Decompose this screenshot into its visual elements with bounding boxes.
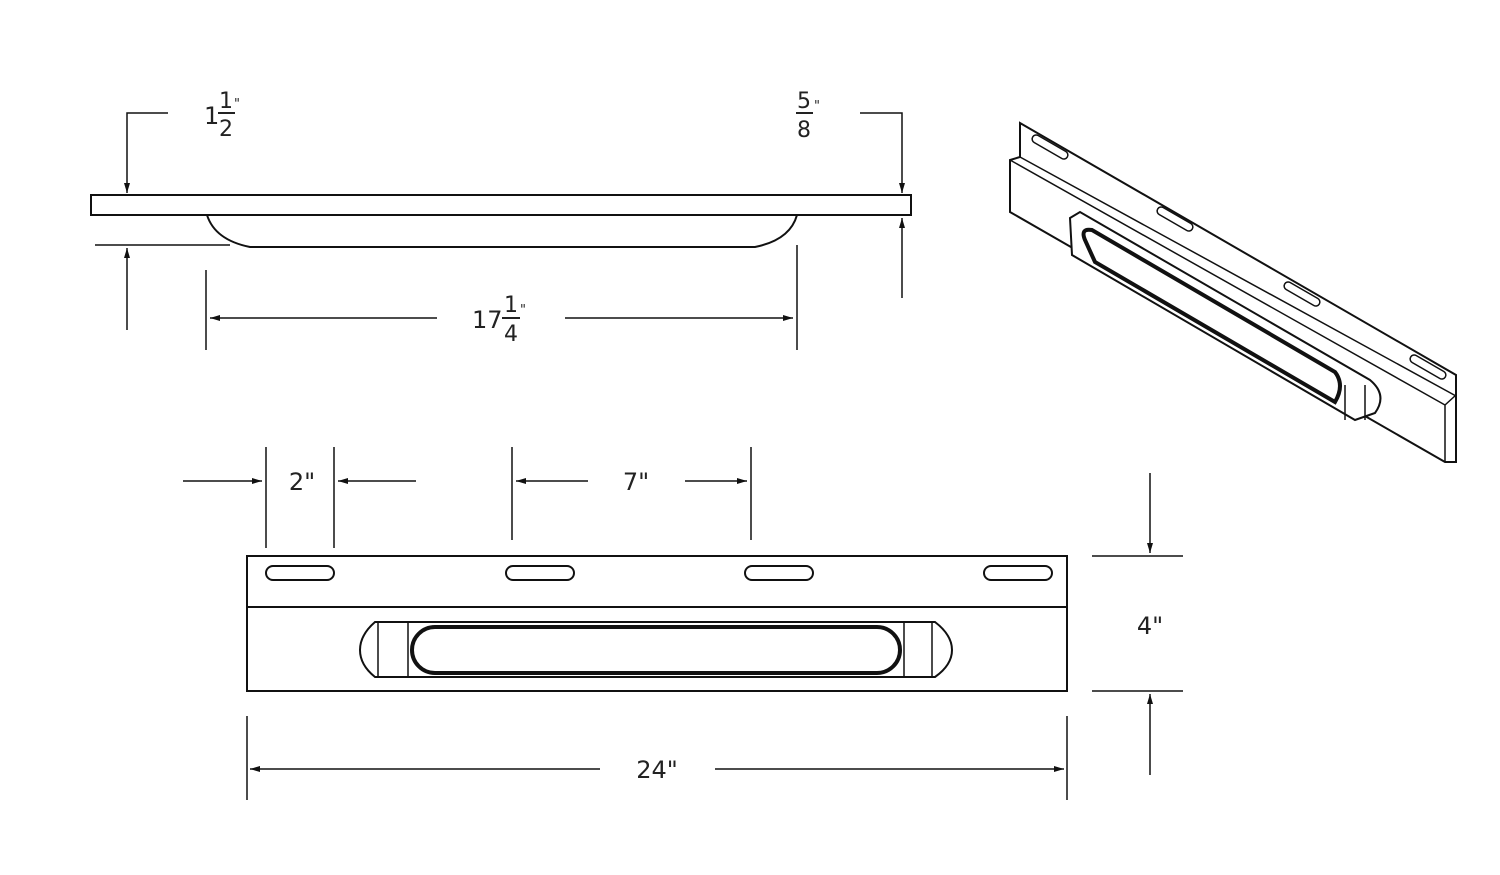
mounting-slot [505, 565, 575, 581]
height-label: 4" [1137, 612, 1163, 640]
lens-housing-side [205, 214, 799, 248]
depth-denominator: 2 [219, 117, 233, 142]
depth-whole: 1 [204, 102, 219, 130]
mounting-plate-side [90, 194, 912, 216]
mounting-slot [744, 565, 814, 581]
plate-unit: " [814, 99, 820, 114]
mounting-slot [265, 565, 335, 581]
depth-numerator: 1 [219, 89, 233, 114]
mounting-slot [983, 565, 1053, 581]
plate-denominator: 8 [797, 118, 811, 143]
plate-thickness-dimension: 5 8 " [796, 89, 905, 298]
slot-spacing-dimension: 7" [511, 447, 752, 540]
plate-numerator: 5 [797, 89, 811, 114]
lens-length-dimension: 17 1 4 " [205, 245, 798, 350]
isometric-view [1009, 121, 1457, 463]
height-dimension: 4" [1092, 473, 1183, 775]
depth-dimension: 1 1 2 " [95, 89, 240, 330]
lens-length-denominator: 4 [504, 322, 518, 347]
iso-lens [1081, 227, 1342, 405]
slot-length-dimension: 2" [183, 447, 416, 548]
lens-length-whole: 17 [472, 306, 503, 334]
front-view: 2" 7" 4" 24" [183, 447, 1183, 800]
slot-length-label: 2" [289, 468, 315, 496]
mounting-slots [265, 565, 1053, 581]
overall-length-dimension: 24" [246, 716, 1068, 800]
slot-spacing-label: 7" [623, 468, 649, 496]
iso-bracket [1009, 121, 1457, 463]
side-view: 1 1 2 " 5 8 " 17 1 4 " [90, 89, 912, 350]
lens-housing-front [358, 621, 954, 678]
depth-unit: " [234, 97, 240, 112]
lens-front [410, 625, 902, 675]
iso-slots [1031, 134, 1447, 380]
overall-length-label: 24" [636, 756, 678, 784]
lens-length-unit: " [520, 303, 526, 318]
lens-length-numerator: 1 [504, 293, 518, 318]
